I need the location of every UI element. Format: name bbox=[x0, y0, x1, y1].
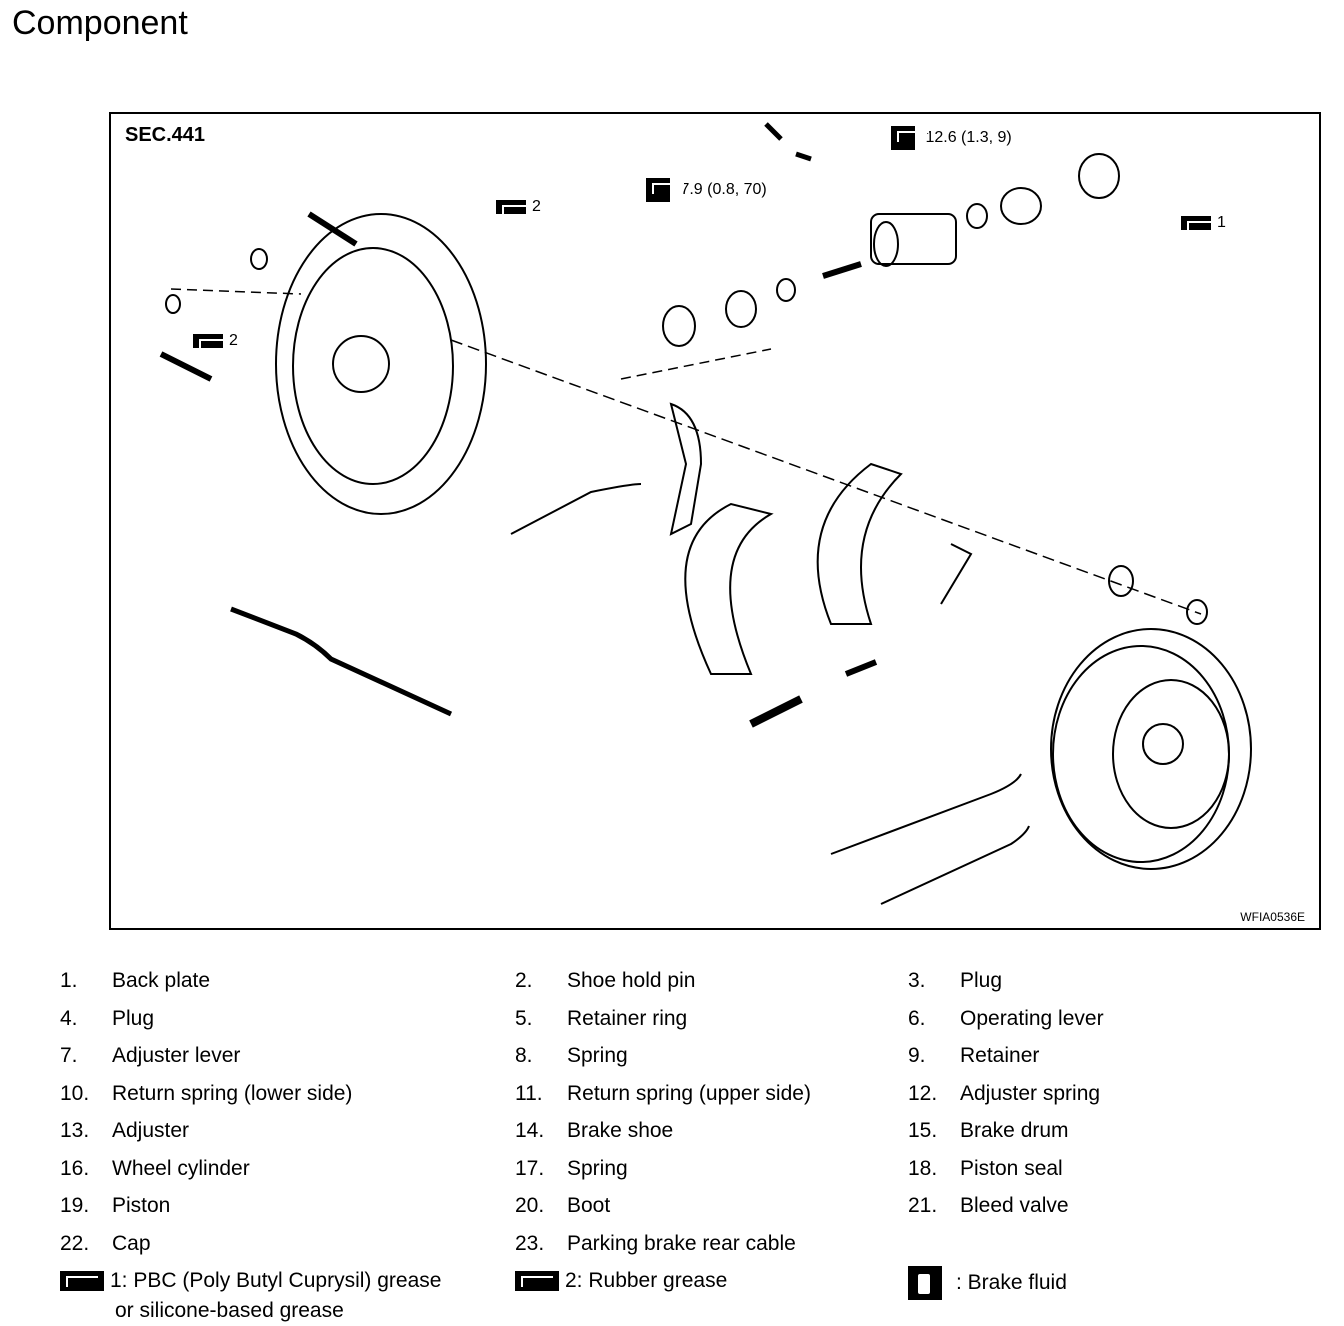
legend-item: 13.Adjuster bbox=[60, 1119, 190, 1142]
legend-item: 17.Spring bbox=[515, 1156, 628, 1180]
brake-shoe-right bbox=[816, 462, 903, 625]
grease-number: 2 bbox=[532, 198, 541, 215]
legend-column-2: 2.Shoe hold pin 5.Retainer ring 8.Spring… bbox=[515, 962, 811, 1262]
parking-cable bbox=[230, 606, 453, 717]
brake-shoe-left bbox=[684, 502, 774, 675]
page-title: Component bbox=[12, 4, 188, 42]
figure-code: WFIA0536E bbox=[1240, 910, 1305, 924]
back-plate-shape bbox=[275, 213, 487, 515]
legend-item: 1.Back plate bbox=[60, 969, 211, 992]
legend-item: 6.Operating lever bbox=[908, 1006, 1104, 1030]
legend-item: 11.Return spring (upper side) bbox=[515, 1081, 811, 1105]
section-label: SEC.441 bbox=[125, 124, 206, 146]
grease2-key: 2: Rubber grease bbox=[515, 1266, 727, 1296]
torque-spec-bleed: 12.6 (1.3, 9) bbox=[891, 126, 1012, 150]
grease-icon bbox=[496, 199, 534, 216]
legend-item: 22.Cap bbox=[60, 1231, 151, 1255]
grease2-tag: 2 bbox=[193, 332, 238, 350]
torque-wrench-icon bbox=[646, 178, 684, 202]
grease-number: 1 bbox=[1217, 214, 1226, 231]
torque-value-7-9: 7.9 (0.8, 70) bbox=[680, 181, 767, 199]
return-spring-lower bbox=[880, 825, 1030, 905]
legend-item: 23.Parking brake rear cable bbox=[515, 1231, 796, 1255]
legend-item: 7.Adjuster lever bbox=[60, 1044, 241, 1067]
fluid-key-text: : Brake fluid bbox=[956, 1270, 1067, 1294]
wheel-cylinder-shape bbox=[870, 213, 957, 265]
rubber-grease-icon bbox=[515, 1271, 559, 1292]
legend-item: 9.Retainer bbox=[908, 1044, 1040, 1067]
legend-item: 16.Wheel cylinder bbox=[60, 1156, 250, 1180]
grease2-tag: 2 bbox=[496, 198, 541, 216]
return-spring-upper bbox=[830, 773, 1022, 855]
grease1-key-text: 1: PBC (Poly Butyl Cuprysil) grease bbox=[110, 1269, 442, 1292]
legend-item: 18.Piston seal bbox=[908, 1156, 1063, 1180]
torque-wrench-icon bbox=[891, 126, 929, 150]
legend-item: 4.Plug bbox=[60, 1006, 155, 1030]
grease-icon bbox=[193, 333, 231, 350]
brake-fluid-icon bbox=[908, 1266, 942, 1300]
grease1-key: 1: PBC (Poly Butyl Cuprysil) grease or s… bbox=[60, 1266, 441, 1326]
diagram-frame: SEC.441 12.6 (1.3, 9) 7.9 (0.8, 70) 2 2 … bbox=[109, 112, 1321, 930]
grease-icon bbox=[1181, 215, 1219, 232]
fluid-key: : Brake fluid bbox=[908, 1266, 1067, 1300]
legend-item: 2.Shoe hold pin bbox=[515, 969, 696, 992]
legend-item: 19.Piston bbox=[60, 1194, 171, 1217]
torque-value-12-6: 12.6 (1.3, 9) bbox=[925, 129, 1012, 147]
legend-item: 5.Retainer ring bbox=[515, 1006, 688, 1030]
legend-column-3: 3.Plug 6.Operating lever 9.Retainer 12.A… bbox=[908, 962, 1104, 1225]
torque-spec-cap: 7.9 (0.8, 70) bbox=[646, 178, 767, 202]
legend-item: 12.Adjuster spring bbox=[908, 1081, 1101, 1105]
legend-item: 15.Brake drum bbox=[908, 1119, 1069, 1142]
legend-item: 20.Boot bbox=[515, 1194, 611, 1217]
brake-drum-shape bbox=[1050, 628, 1252, 870]
legend-item: 14.Brake shoe bbox=[515, 1119, 674, 1142]
legend-item: 21.Bleed valve bbox=[908, 1194, 1069, 1217]
grease1-tag: 1 bbox=[1181, 214, 1226, 232]
legend-column-1: 1.Back plate 4.Plug 7.Adjuster lever 10.… bbox=[60, 962, 352, 1262]
grease2-key-text: 2: Rubber grease bbox=[565, 1269, 728, 1292]
grease-number: 2 bbox=[229, 332, 238, 349]
legend-item: 10.Return spring (lower side) bbox=[60, 1081, 353, 1105]
grease1-key-text-2: or silicone-based grease bbox=[115, 1299, 344, 1322]
exploded-diagram bbox=[159, 122, 1252, 905]
pbc-grease-icon bbox=[60, 1271, 104, 1292]
legend-item: 8.Spring bbox=[515, 1044, 628, 1067]
adjuster-spring bbox=[510, 483, 642, 535]
legend-item: 3.Plug bbox=[908, 969, 1003, 992]
